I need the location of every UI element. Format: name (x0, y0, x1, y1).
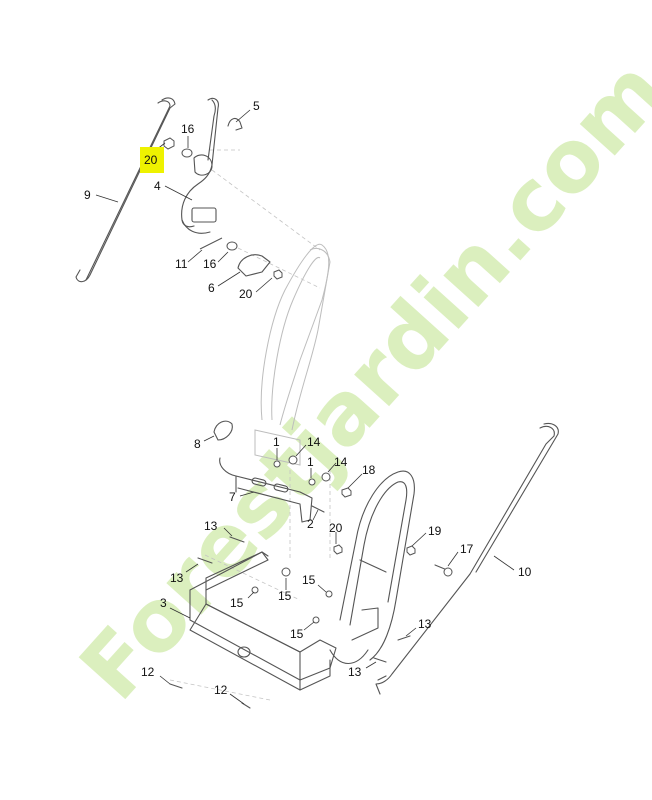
callout-15[interactable]: 15 (290, 627, 304, 641)
callout-18[interactable]: 18 (362, 463, 376, 477)
callout-6[interactable]: 6 (208, 281, 215, 295)
callout-15[interactable]: 15 (230, 596, 244, 610)
callout-5[interactable]: 5 (253, 99, 260, 113)
callout-1[interactable]: 1 (273, 435, 280, 449)
callout-labels: 5 16 20 4 9 11 16 6 20 8 1 14 1 14 18 7 … (84, 99, 532, 697)
callout-20[interactable]: 20 (239, 287, 253, 301)
part-rod-10 (375, 422, 559, 695)
callout-20-highlighted[interactable]: 20 (144, 153, 158, 167)
callout-15[interactable]: 15 (302, 573, 316, 587)
callout-12[interactable]: 12 (214, 683, 228, 697)
leader-lines (95, 109, 515, 705)
watermark-text: Forestjardin.com (61, 41, 652, 719)
callout-16[interactable]: 16 (203, 257, 217, 271)
callout-17[interactable]: 17 (460, 542, 474, 556)
callout-1[interactable]: 1 (307, 455, 314, 469)
callout-12[interactable]: 12 (141, 665, 155, 679)
callout-19[interactable]: 19 (428, 524, 442, 538)
callout-16[interactable]: 16 (181, 122, 195, 136)
watermark: Forestjardin.com (61, 41, 652, 719)
part-frame-3 (189, 551, 379, 691)
ghost-handle-frame (254, 243, 331, 466)
part-clip-5 (227, 117, 243, 131)
part-lever-4 (181, 97, 219, 234)
callout-10[interactable]: 10 (518, 565, 532, 579)
callout-13[interactable]: 13 (418, 617, 432, 631)
callout-11[interactable]: 11 (175, 257, 188, 271)
callout-15[interactable]: 15 (278, 589, 292, 603)
part-bracket-7 (219, 457, 325, 523)
callout-13[interactable]: 13 (170, 571, 184, 585)
callout-13[interactable]: 13 (204, 519, 218, 533)
lower-handle-frame (329, 470, 415, 665)
part-rod-9 (75, 97, 176, 283)
callout-3[interactable]: 3 (160, 596, 167, 610)
callout-20[interactable]: 20 (329, 521, 343, 535)
callout-9[interactable]: 9 (84, 188, 91, 202)
callout-4[interactable]: 4 (154, 179, 161, 193)
hardware-items (163, 137, 453, 709)
callout-13[interactable]: 13 (348, 665, 362, 679)
callout-14[interactable]: 14 (307, 435, 321, 449)
callout-14[interactable]: 14 (334, 455, 348, 469)
callout-2[interactable]: 2 (307, 517, 314, 531)
callout-7[interactable]: 7 (229, 490, 236, 504)
callout-8[interactable]: 8 (194, 437, 201, 451)
highlight-box (140, 147, 164, 173)
